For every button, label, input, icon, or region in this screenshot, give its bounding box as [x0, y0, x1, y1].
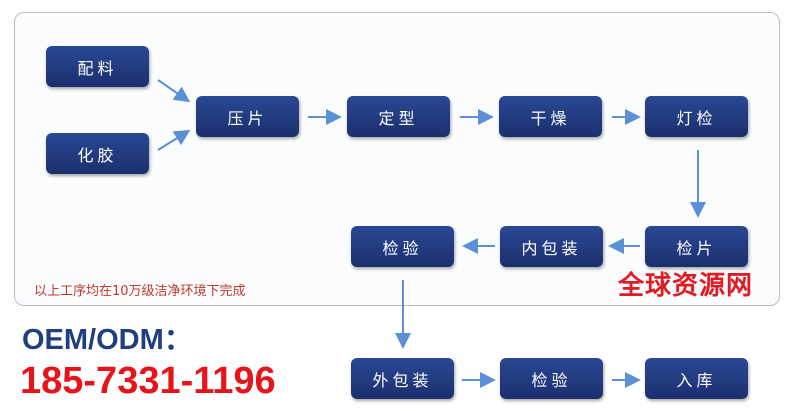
- step-jianyan-final: 检验: [500, 358, 603, 399]
- arrow: [157, 79, 191, 103]
- step-ruku: 入库: [645, 358, 748, 399]
- oem-label: OEM/ODM：: [22, 324, 193, 356]
- step-huajiao: 化胶: [46, 133, 149, 174]
- clean-room-note: 以上工序均在10万级洁净环境下完成: [34, 284, 246, 299]
- step-waibaozhuang: 外包装: [351, 358, 454, 399]
- step-yapian: 压片: [196, 96, 299, 137]
- step-jianpian: 检片: [645, 226, 748, 267]
- step-neibaozhuang: 内包装: [500, 226, 603, 267]
- step-jianyan: 检验: [351, 226, 454, 267]
- watermark: 全球资源网: [618, 271, 754, 301]
- arrow: [157, 129, 191, 151]
- step-peiliao: 配料: [46, 46, 149, 87]
- step-ganzao: 干燥: [499, 96, 602, 137]
- phone-number: 185-7331-1196: [20, 360, 276, 402]
- step-dingxing: 定型: [347, 96, 450, 137]
- step-dengjian: 灯检: [645, 96, 748, 137]
